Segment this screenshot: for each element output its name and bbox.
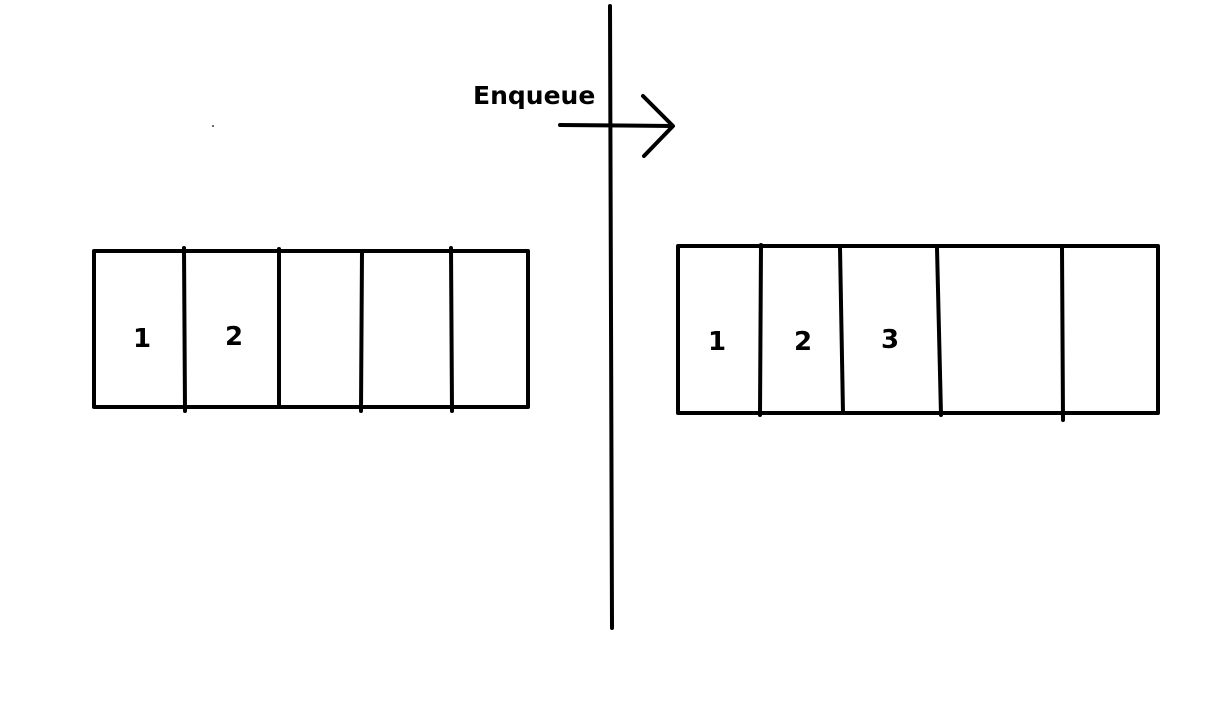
queue-before-divider xyxy=(359,249,364,413)
divider-line xyxy=(608,4,614,630)
queue-after-divider xyxy=(1060,246,1065,422)
queue-before-cell-value: 1 xyxy=(133,324,151,354)
queue-after-cell-value: 1 xyxy=(708,327,726,357)
queue-before-divider xyxy=(449,246,454,413)
queue-after-cell-value: 2 xyxy=(794,327,812,357)
queue-before: 1 2 xyxy=(92,246,530,413)
queue-before-outline xyxy=(92,249,530,409)
queue-before-divider xyxy=(182,246,187,413)
queue-after-divider xyxy=(935,246,943,417)
stray-dot xyxy=(212,125,214,127)
queue-after-outline xyxy=(676,244,1160,415)
queue-after: 1 2 3 xyxy=(676,243,1160,422)
queue-after-cell-value: 3 xyxy=(881,325,899,355)
enqueue-label: Enqueue xyxy=(473,81,595,110)
queue-after-divider xyxy=(838,246,845,415)
enqueue-arrow xyxy=(558,94,675,158)
queue-before-cell-value: 2 xyxy=(225,322,243,352)
arrow-shaft xyxy=(558,123,674,128)
arrow-head xyxy=(641,94,675,158)
queue-after-divider xyxy=(758,243,763,417)
